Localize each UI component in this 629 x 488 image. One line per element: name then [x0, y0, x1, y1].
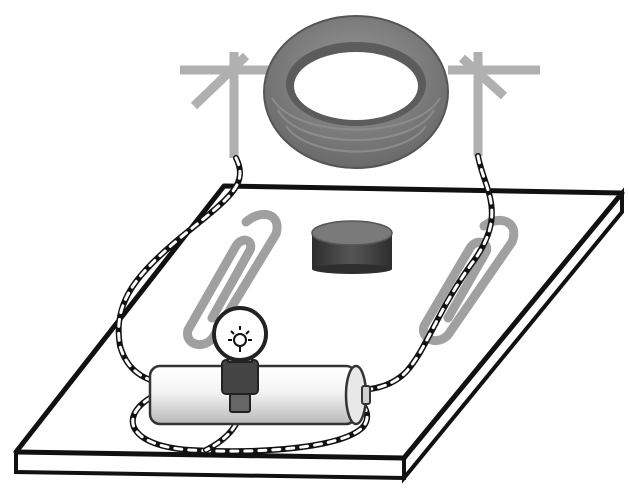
battery-terminal [362, 386, 370, 404]
disc-magnet [312, 221, 392, 274]
magnet-bottom [312, 264, 392, 274]
magnet-top [312, 221, 392, 245]
battery [150, 366, 370, 424]
coil-hole [294, 52, 418, 120]
support-right-brace [462, 58, 504, 96]
bulb-socket-neck [230, 394, 250, 412]
bulb-socket [222, 360, 258, 394]
wire-coil [264, 16, 448, 168]
